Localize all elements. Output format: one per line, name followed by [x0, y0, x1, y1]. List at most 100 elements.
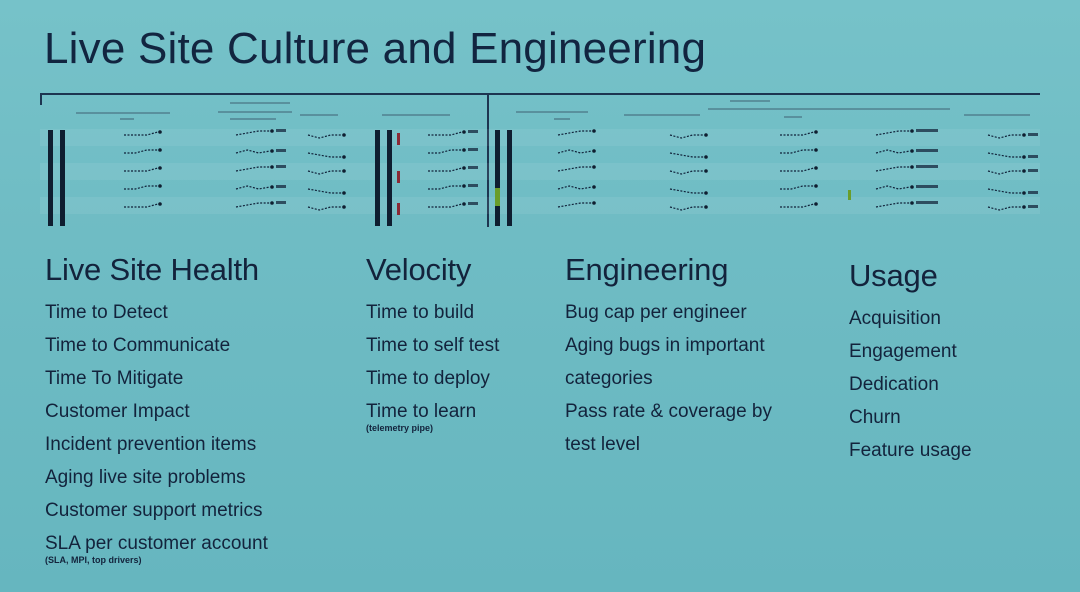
sparkline [307, 134, 342, 139]
sparkline-value-label [468, 148, 478, 151]
list-item: Incident prevention items [45, 434, 257, 455]
sparkline [235, 166, 270, 172]
sparkline-value-label [916, 201, 938, 204]
sparkline [124, 185, 158, 190]
list-item: Aging bugs in important [565, 335, 765, 356]
sparkline-endpoint [592, 185, 596, 189]
sparkline [875, 185, 911, 190]
status-bar [495, 130, 500, 226]
sparkline-value-label [916, 129, 938, 132]
sparkline [875, 130, 910, 136]
dashboard-frame [40, 93, 1040, 229]
sparkline [235, 149, 271, 154]
sparkline-endpoint [1022, 169, 1026, 173]
sparkline-endpoint [158, 202, 162, 206]
list-note: (telemetry pipe) [366, 423, 434, 433]
sparkline-endpoint [158, 148, 162, 152]
sparkline-endpoint [814, 166, 818, 170]
sparkline-endpoint [270, 201, 274, 205]
sparkline [428, 203, 463, 208]
sparkline [987, 188, 1022, 194]
usage-column: Usage Acquisition Engagement Dedication … [849, 258, 972, 467]
sparkline [428, 167, 463, 172]
sparkline [780, 185, 814, 190]
engineering-column: Engineering Bug cap per engineer Aging b… [565, 252, 772, 461]
sparkline-endpoint [910, 149, 914, 153]
sparkline [307, 170, 342, 175]
sparkline-endpoint [814, 184, 818, 188]
sparkline [428, 131, 463, 136]
dashboard-row-band [40, 197, 1040, 214]
sparkline [307, 152, 342, 158]
engineering-list: Bug cap per engineer Aging bugs in impor… [565, 296, 772, 461]
status-bar [387, 130, 392, 226]
sparkline-endpoint [1022, 155, 1026, 159]
list-item: Time to self test [366, 335, 500, 356]
velocity-column: Velocity Time to build Time to self test… [366, 252, 499, 434]
sparkline-endpoint [342, 155, 346, 159]
status-bar [48, 130, 53, 226]
sparkline-value-label [1028, 169, 1038, 172]
sparkline-endpoint [462, 130, 466, 134]
sparkline [235, 202, 270, 208]
sparkline-endpoint [342, 133, 346, 137]
sparkline [987, 152, 1022, 158]
sparkline [428, 149, 462, 154]
sparkline-endpoint [910, 165, 914, 169]
sparkline [557, 202, 592, 208]
sparkline-value-label [276, 165, 286, 168]
sparkline-endpoint [910, 129, 914, 133]
live-site-health-heading: Live Site Health [45, 252, 259, 287]
list-item: Time to deploy [366, 368, 490, 389]
dashboard-left-edge [40, 93, 42, 105]
list-item: Feature usage [849, 440, 972, 461]
sparkline-endpoint [270, 129, 274, 133]
sparkline-endpoint [814, 148, 818, 152]
sparkline [780, 131, 815, 136]
sparkline-endpoint [704, 133, 708, 137]
live-site-health-column: Live Site Health Time to Detect Time to … [45, 252, 268, 566]
dashboard-divider [487, 93, 489, 227]
status-bar [60, 130, 65, 226]
sparkline-value-label [916, 149, 938, 152]
list-item: test level [565, 434, 640, 455]
list-item: Time to Detect [45, 302, 168, 323]
sparkline-endpoint [704, 205, 708, 209]
engineering-heading: Engineering [565, 252, 729, 287]
usage-heading: Usage [849, 258, 938, 293]
sparkline [987, 134, 1022, 139]
sparkline-endpoint [704, 155, 708, 159]
live-site-health-list: Time to Detect Time to Communicate Time … [45, 296, 268, 566]
sparkline-endpoint [270, 149, 274, 153]
sparkline-endpoint [1022, 191, 1026, 195]
sparkline [557, 185, 593, 190]
sparkline [669, 152, 704, 158]
sparkline [124, 131, 159, 136]
status-marker-red [397, 133, 400, 145]
list-item: Bug cap per engineer [565, 302, 747, 323]
sparkline-value-label [916, 185, 938, 188]
sparkline-endpoint [592, 165, 596, 169]
list-item: Customer Impact [45, 401, 190, 422]
sparkline [557, 130, 592, 136]
sparkline [124, 203, 159, 208]
list-item: Customer support metrics [45, 500, 263, 521]
sparkline-endpoint [270, 165, 274, 169]
list-item: Churn [849, 407, 901, 428]
sparkline-endpoint [1022, 133, 1026, 137]
sparkline [987, 170, 1022, 175]
sparkline [557, 166, 592, 172]
list-item: Aging live site problems [45, 467, 246, 488]
sparkline-endpoint [158, 130, 162, 134]
sparkline-endpoint [270, 185, 274, 189]
list-note: (SLA, MPI, top drivers) [45, 555, 142, 565]
sparkline [124, 167, 159, 172]
sparkline-value-label [276, 201, 286, 204]
sparkline-value-label [276, 149, 286, 152]
sparkline-endpoint [592, 129, 596, 133]
status-bar [375, 130, 380, 226]
list-item: Time to build [366, 302, 475, 323]
sparkline-endpoint [462, 184, 466, 188]
sparkline [669, 188, 704, 194]
sparkline-value-label [468, 202, 478, 205]
